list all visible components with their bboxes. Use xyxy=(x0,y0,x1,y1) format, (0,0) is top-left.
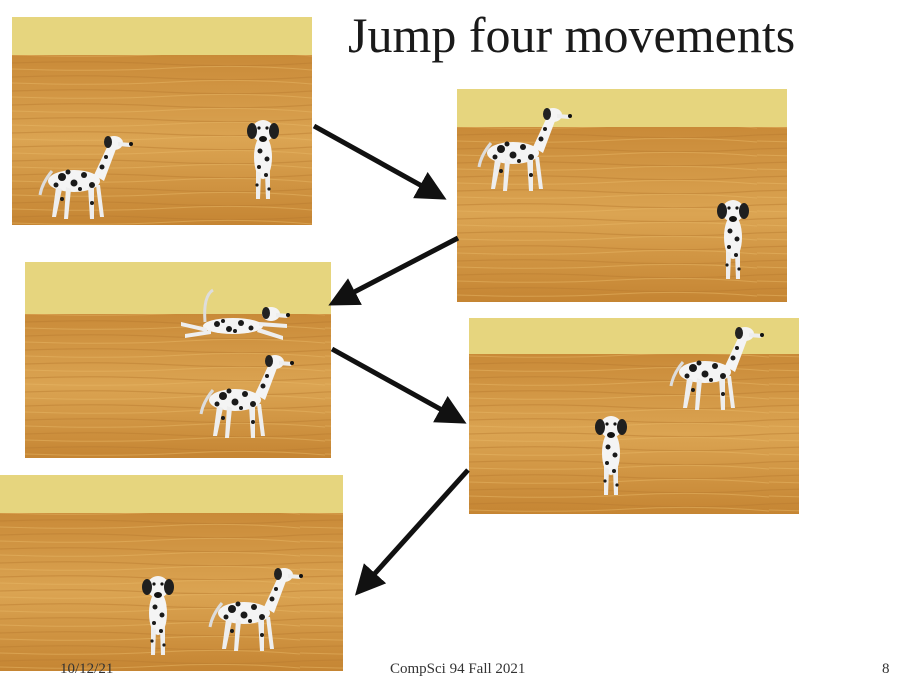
footer-date: 10/12/21 xyxy=(60,661,114,677)
scene-frame-5 xyxy=(0,475,343,671)
scene-frame-3 xyxy=(25,262,331,458)
arrow-3-to-4 xyxy=(330,346,467,424)
footer-page-number: 8 xyxy=(882,661,890,677)
arrow-2-to-3 xyxy=(328,235,460,306)
footer-course: CompSci 94 Fall 2021 xyxy=(390,661,526,677)
scene-frame-2 xyxy=(457,89,787,302)
slide-title: Jump four movements xyxy=(348,7,796,63)
scene-frame-1 xyxy=(12,17,312,225)
arrow-1-to-2 xyxy=(312,123,447,200)
arrow-4-to-5 xyxy=(354,468,470,596)
scene-frame-4 xyxy=(469,318,799,514)
